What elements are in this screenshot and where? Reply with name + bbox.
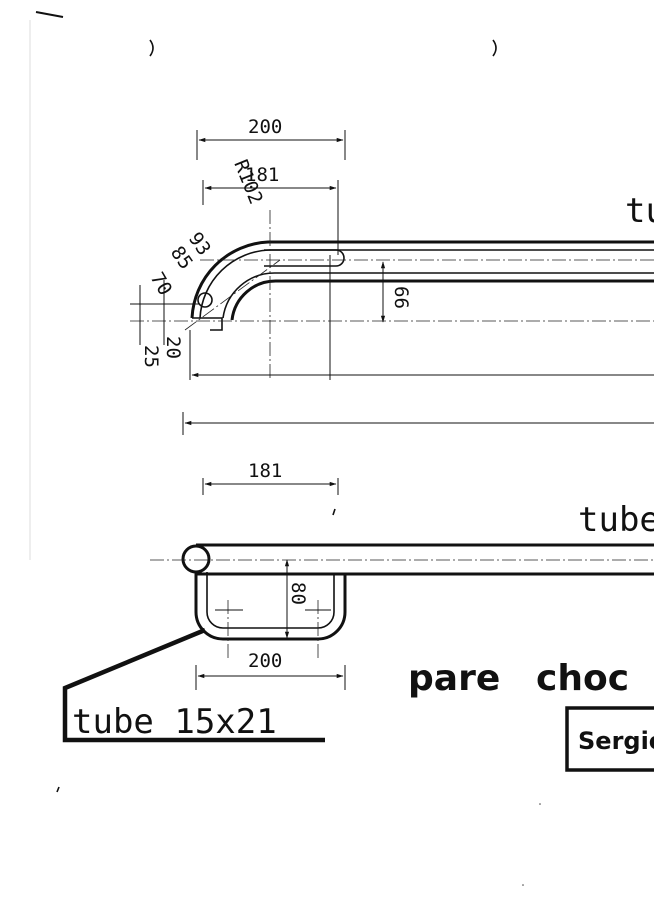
side-view: 181 80 200 tube [62,460,654,743]
dim-label-181-side: 181 [248,460,282,482]
dim-label-66: 66 [390,286,412,309]
tube-label-top: tu [625,191,654,231]
dimension-200-bottom: 200 [195,650,346,690]
dimension-80: 80 [284,559,309,639]
dim-label-181: 181 [245,164,279,186]
dim-label-20: 20 [162,336,184,359]
dimension-66: 66 [380,261,412,323]
straight-tube [150,543,654,576]
dimension-20-25: 20 25 [130,280,200,368]
dim-label-200-bottom: 200 [248,650,282,672]
dimension-200-top: 200 [196,116,346,160]
stamp-frame [565,706,654,772]
tube-callout-label: tube 15x21 [72,702,277,742]
stamp-text: Sergio [578,727,654,755]
title-choc: choc [536,658,629,699]
bent-tube [190,240,654,331]
dim-label-80: 80 [287,582,309,605]
tube-label-side: tube [578,500,654,540]
u-bracket [194,572,347,660]
dimension-181-side: 181 [202,460,339,495]
scan-marks [29,11,497,560]
dim-label-25: 25 [140,345,162,368]
title-pare: pare [408,658,500,699]
top-centerlines [130,210,654,380]
dim-label-200: 200 [248,116,282,138]
dim-label-70: 70 [146,269,176,300]
scan-specks [56,508,541,886]
tube-callout: tube 15x21 [62,627,325,743]
top-view: 200 181 R102 93 85 70 [130,116,654,435]
title-block: pare choc Sergio [408,658,654,772]
